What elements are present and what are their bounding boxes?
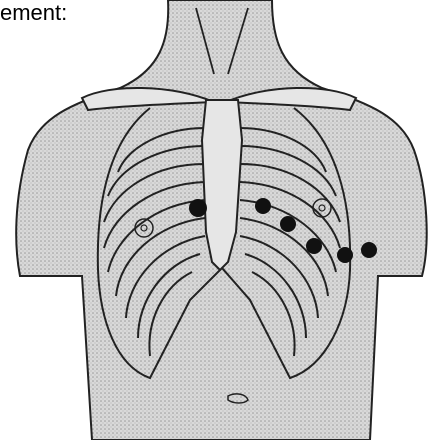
electrode-v6	[361, 242, 377, 258]
electrode-v1	[189, 199, 207, 217]
electrode-v4	[306, 238, 322, 254]
electrode-v5	[337, 247, 353, 263]
electrode-v2	[255, 198, 271, 214]
electrode-v3	[280, 216, 296, 232]
